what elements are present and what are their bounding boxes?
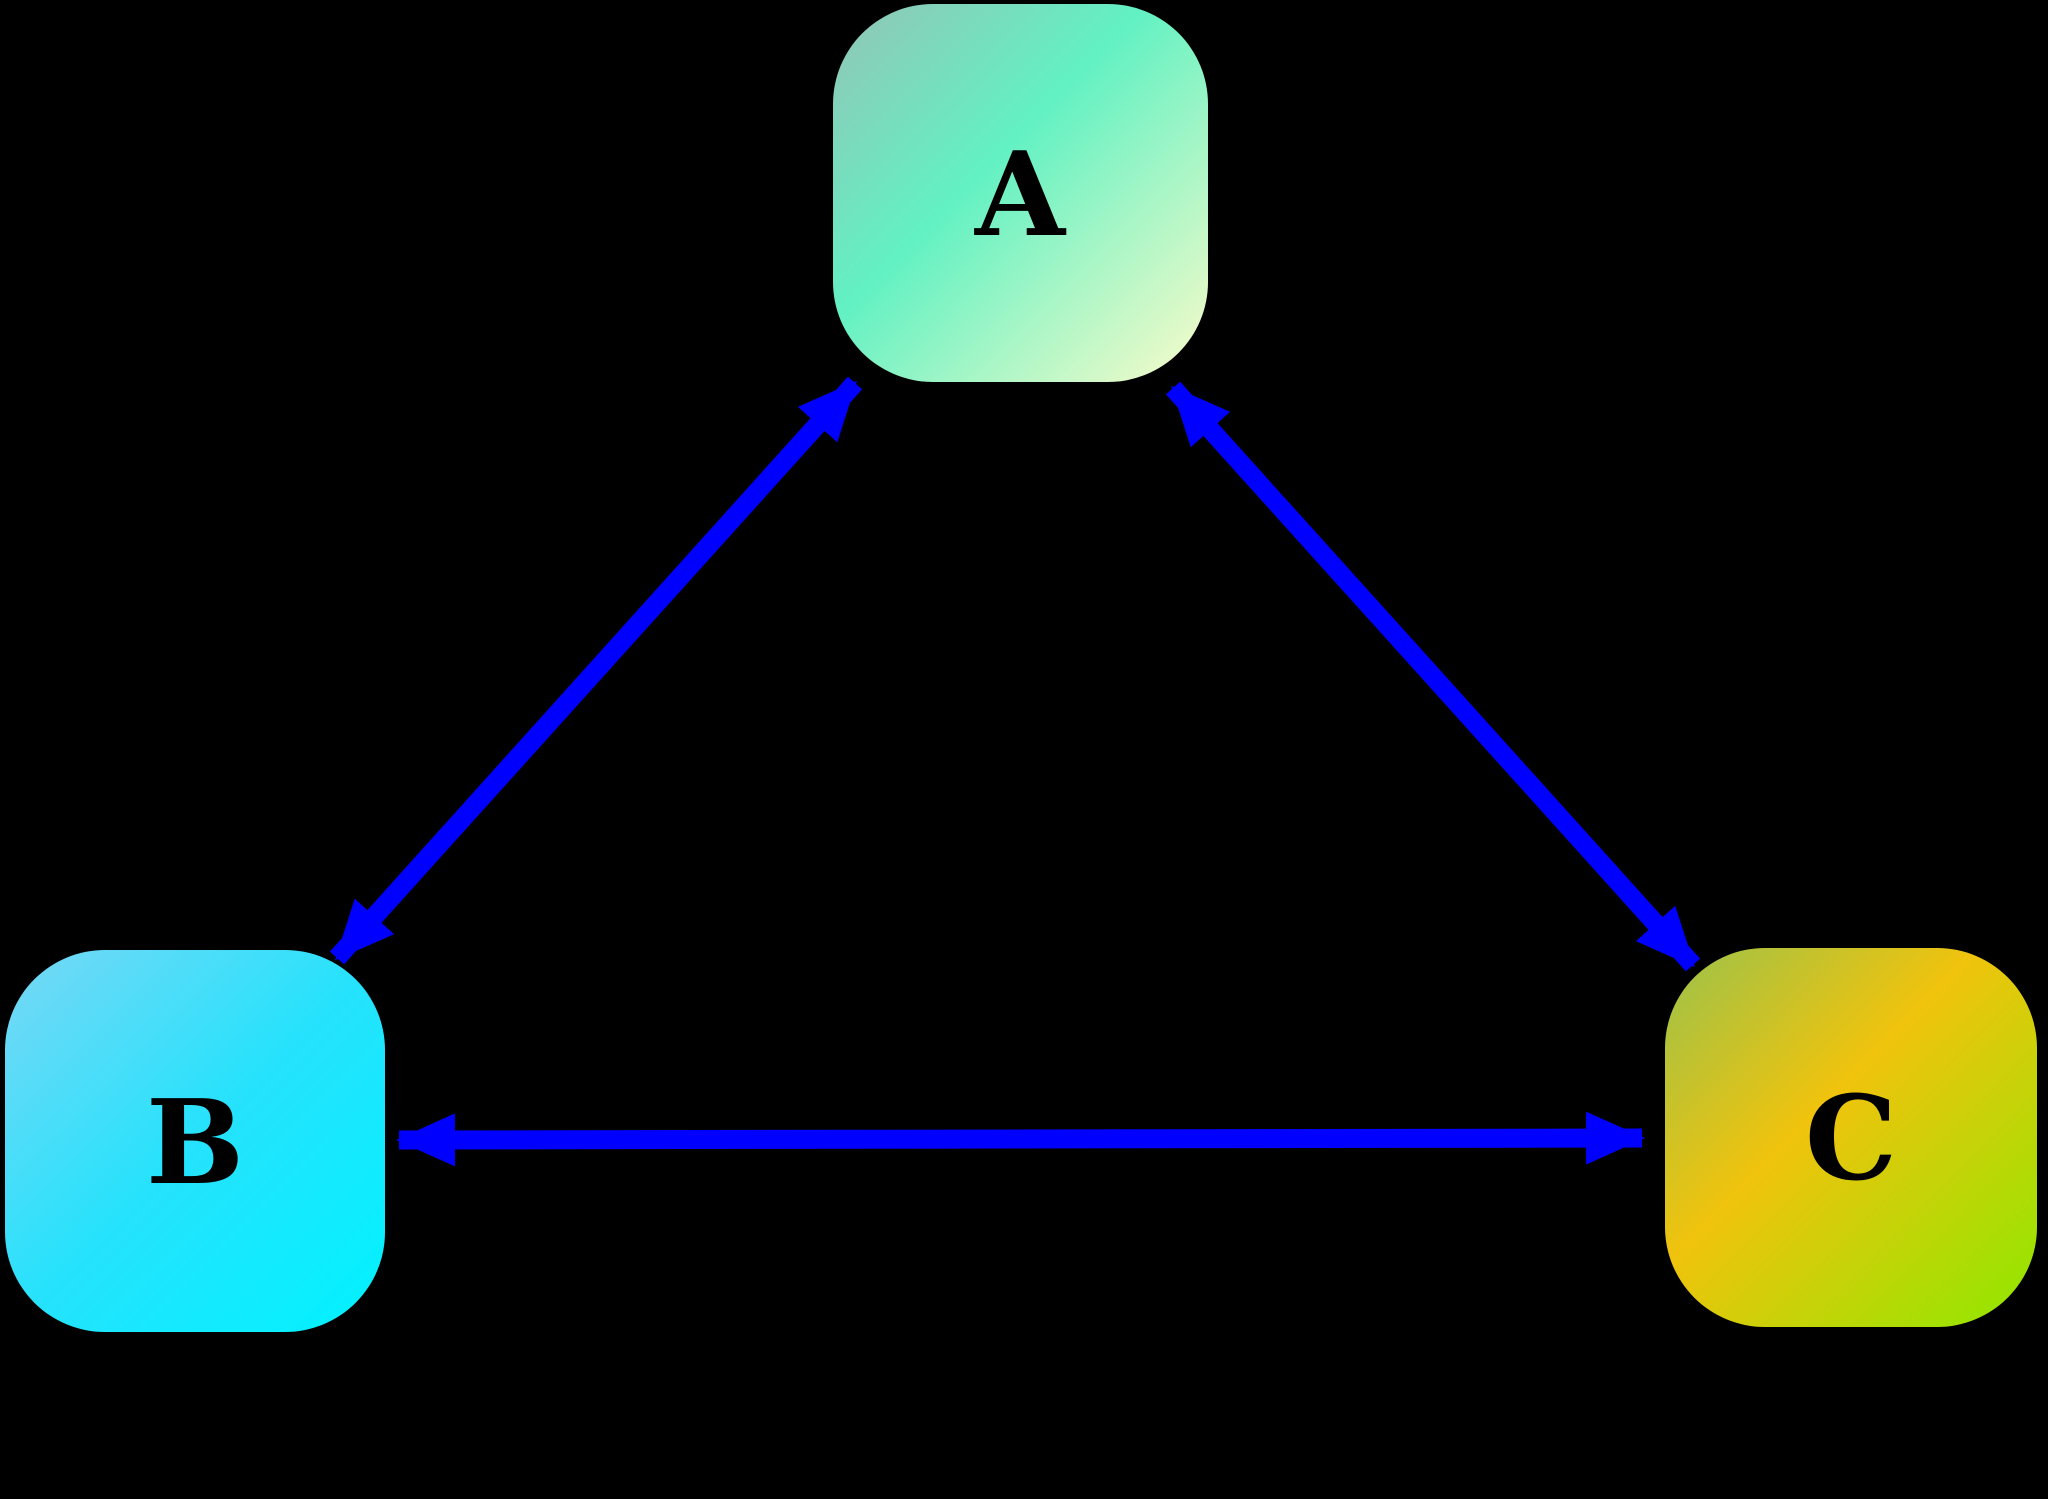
- edge-b-a-arrow: [329, 376, 863, 965]
- edge-a-c-arrow: [1165, 381, 1701, 972]
- node-a-label: A: [974, 127, 1067, 263]
- node-b-box: [5, 950, 385, 1332]
- node-c-box: [1665, 948, 2037, 1327]
- node-b: B: [5, 950, 385, 1332]
- node-a: A: [833, 4, 1208, 382]
- node-a-box: [833, 4, 1208, 382]
- edge-b-c-arrow: [396, 1111, 1645, 1167]
- node-b-label: B: [146, 1075, 244, 1211]
- node-c: C: [1665, 948, 2037, 1327]
- node-c-label: C: [1805, 1071, 1897, 1207]
